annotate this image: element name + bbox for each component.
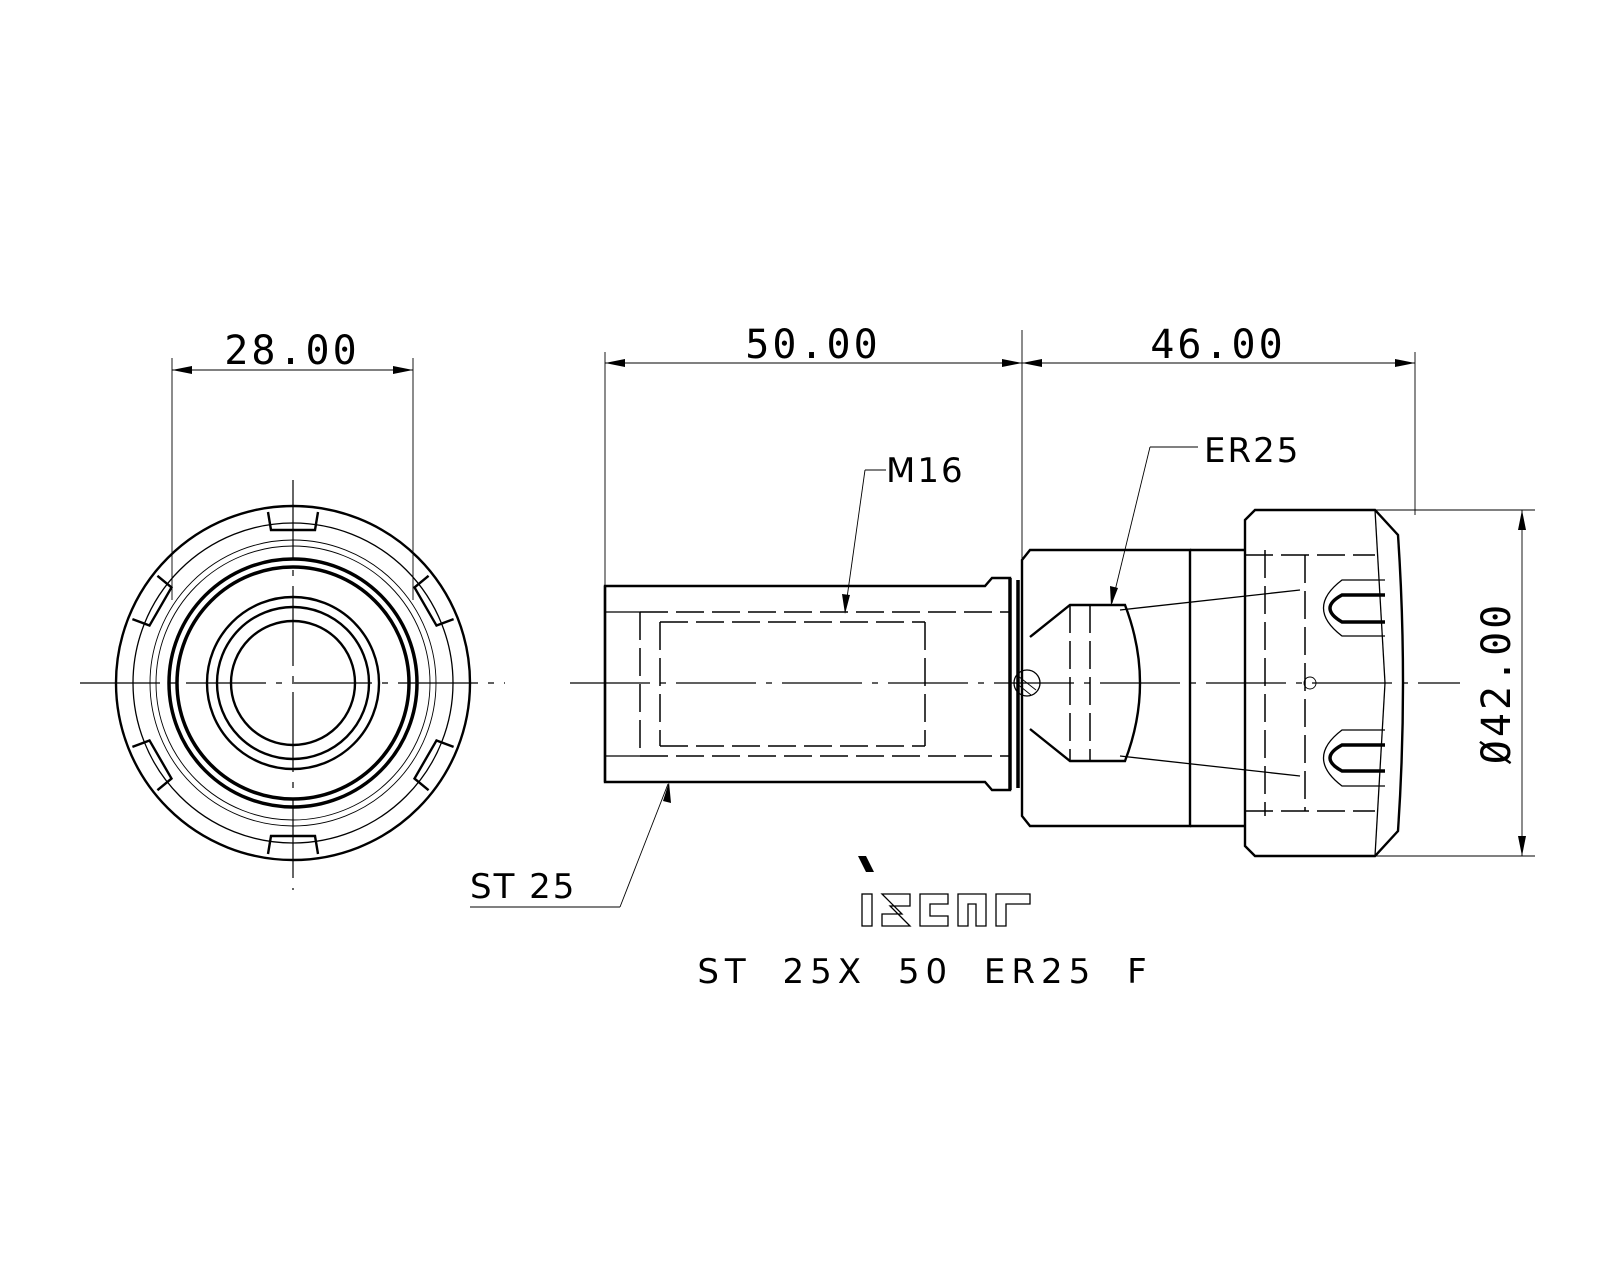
wrench-slot xyxy=(131,738,174,792)
wrench-slot xyxy=(266,834,320,855)
bore-outer xyxy=(205,595,381,771)
wrench-slot xyxy=(412,574,455,628)
dim-50-arrow-right xyxy=(1002,359,1022,367)
dim-28-text: 28.00 xyxy=(224,328,359,374)
brand-logo xyxy=(858,856,1031,927)
wrench-slot xyxy=(266,511,320,532)
taper-bottom xyxy=(1119,755,1301,777)
er25-label: ER25 xyxy=(1204,431,1300,471)
nut-slot-top-inner xyxy=(1323,579,1385,637)
m16-leader-arrow xyxy=(842,594,850,614)
dim-50-arrow-left xyxy=(605,359,625,367)
dim-42-arrow-bottom xyxy=(1518,836,1526,856)
st25-leader-arrow xyxy=(663,782,671,803)
st25-label: ST 25 xyxy=(470,867,576,907)
nut-slot-top-outer xyxy=(1328,593,1385,624)
body-flat xyxy=(1029,603,1142,763)
product-designation: ST 25X 50 ER25 F xyxy=(697,952,1152,992)
nut-inner-circle xyxy=(132,522,454,844)
nut-slot-bottom-inner xyxy=(1323,729,1385,787)
dim-42-arrow-top xyxy=(1518,510,1526,530)
end-view: 28.00 xyxy=(80,328,505,890)
taper-top xyxy=(1119,589,1301,611)
nut-center-mark xyxy=(1303,676,1317,690)
er25-leader-arrow xyxy=(1110,586,1118,606)
wrench-slot xyxy=(412,738,455,792)
shank-outline xyxy=(603,576,1012,792)
bore-inner xyxy=(229,619,357,747)
dim-42-text: Ø42.00 xyxy=(1474,602,1520,765)
logo-letter-c xyxy=(919,893,949,927)
dim-28-arrow-left xyxy=(172,366,192,374)
set-screw-hatch xyxy=(1017,675,1037,691)
er25-leader xyxy=(1111,446,1151,604)
logo-letter-r xyxy=(995,893,1031,927)
st25-leader xyxy=(619,783,669,908)
logo-letter-a xyxy=(957,893,987,927)
wrench-slot xyxy=(131,574,174,628)
nut-slot-bottom-outer xyxy=(1328,743,1385,773)
m16-label: M16 xyxy=(886,451,965,491)
logo-dot xyxy=(858,856,874,872)
dim-28-arrow-right xyxy=(393,366,413,374)
logo-letter-i xyxy=(861,893,873,927)
dim-46-arrow-right xyxy=(1395,359,1415,367)
nut-reference-circle-2 xyxy=(155,545,431,821)
collet-nut-outline xyxy=(1243,508,1405,858)
set-screw-hatch-2 xyxy=(1015,682,1032,696)
dim-46-text: 46.00 xyxy=(1150,322,1285,368)
collet-ring-outer xyxy=(167,557,419,809)
dim-50-text: 50.00 xyxy=(745,322,880,368)
collet-ring-inner xyxy=(175,565,411,801)
dim-46-arrow-left xyxy=(1022,359,1042,367)
bore-middle xyxy=(215,605,371,761)
nut-outer-circle xyxy=(114,504,472,862)
nut-reference-circle xyxy=(149,539,437,827)
m16-leader xyxy=(844,469,866,613)
wrench-slots xyxy=(131,511,455,855)
body-outline xyxy=(1020,548,1192,828)
set-screw xyxy=(1013,669,1041,697)
logo-letter-s xyxy=(880,893,912,927)
side-view: 50.00 46.00 Ø42.00 M16 ER25 ST 25 xyxy=(470,322,1535,908)
